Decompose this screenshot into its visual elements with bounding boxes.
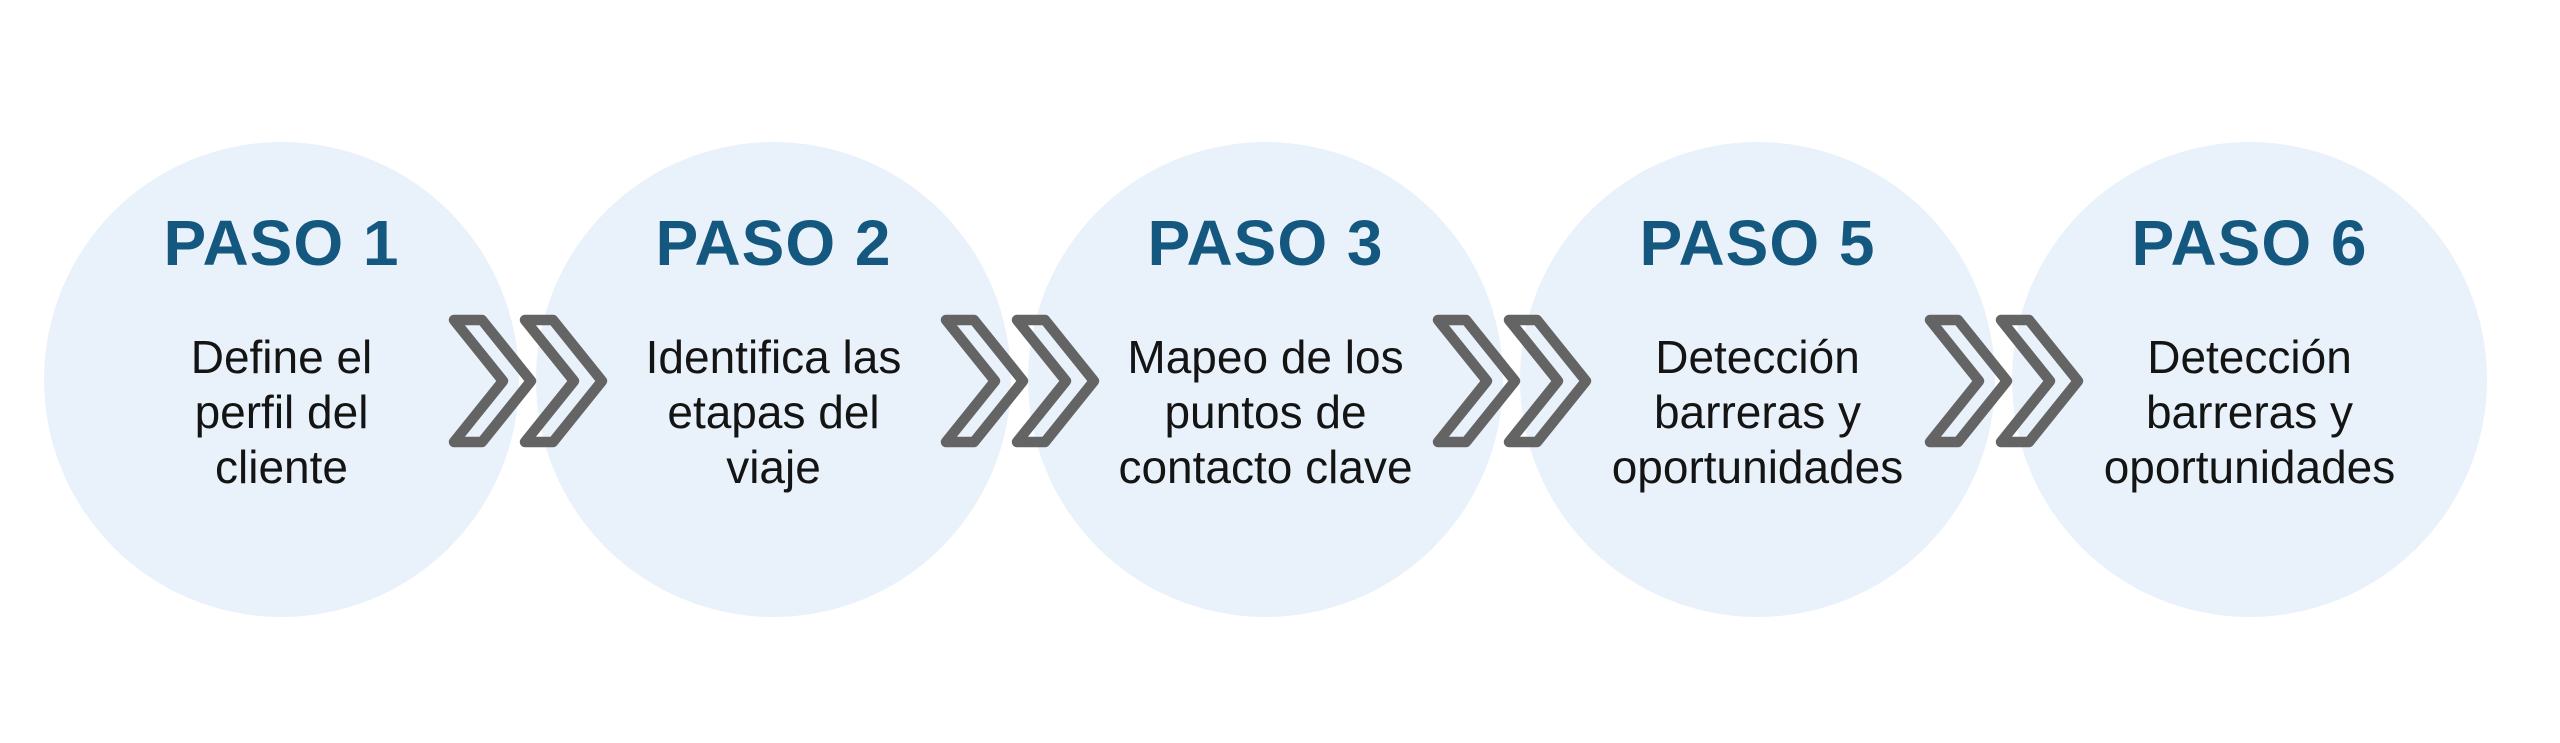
step-title: PASO 6 <box>2131 207 2368 279</box>
step-title: PASO 3 <box>1147 207 1384 279</box>
step-description: Identifica las etapas del viaje <box>645 331 902 493</box>
step-description: Mapeo de los puntos de contacto clave <box>1118 331 1413 493</box>
step-title: PASO 5 <box>1639 207 1876 279</box>
step-description: Define el perfil del cliente <box>190 331 373 493</box>
step-title: PASO 2 <box>655 207 892 279</box>
double-chevron-right-icon <box>1428 310 1594 452</box>
step-circle-5: PASO 6 Detección barreras y oportunidade… <box>2012 142 2487 617</box>
step-circle-1: PASO 1 Define el perfil del cliente <box>44 142 519 617</box>
step-circle-3: PASO 3 Mapeo de los puntos de contacto c… <box>1028 142 1503 617</box>
step-title: PASO 1 <box>163 207 400 279</box>
double-chevron-right-icon <box>1920 310 2086 452</box>
step-description: Detección barreras y oportunidades <box>1611 331 1904 493</box>
double-chevron-right-icon <box>936 310 1102 452</box>
double-chevron-right-icon <box>444 310 610 452</box>
step-circle-2: PASO 2 Identifica las etapas del viaje <box>536 142 1011 617</box>
step-circle-4: PASO 5 Detección barreras y oportunidade… <box>1520 142 1995 617</box>
step-description: Detección barreras y oportunidades <box>2103 331 2396 493</box>
